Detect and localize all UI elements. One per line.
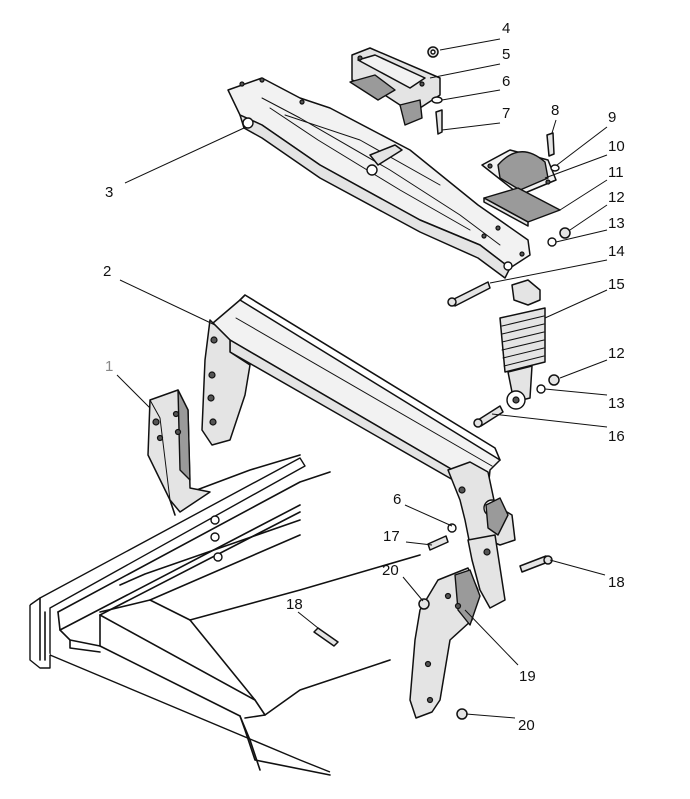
part-6-washer-middle	[447, 523, 457, 533]
leader-lines	[116, 38, 608, 719]
part-19-lower-bracket	[409, 567, 481, 719]
part-3-upper-subframe	[227, 77, 531, 279]
frame-rivet	[210, 532, 220, 542]
label-12: 12	[608, 189, 625, 206]
frame-rivet	[210, 515, 220, 525]
label-3: 3	[105, 184, 113, 201]
callout-labels: 4 5 6 7 8 9 10 11 12 13 14 15 12 13 16 3…	[103, 20, 625, 734]
part-17-bolt	[427, 535, 449, 551]
part-5-top-bracket	[349, 47, 441, 126]
label-10: 10	[608, 138, 625, 155]
part-13-washer	[547, 237, 557, 247]
label-4: 4	[502, 20, 510, 37]
label-2: 2	[103, 263, 111, 280]
part-7-bolt	[435, 109, 443, 135]
label-15: 15	[608, 276, 625, 293]
label-6: 6	[502, 73, 510, 90]
label-16: 16	[608, 428, 625, 445]
label-1: 1	[105, 358, 113, 375]
part-18-bolt-left	[313, 627, 339, 647]
subframe-hole	[366, 164, 378, 176]
part-2-cross-member	[201, 294, 516, 609]
label-9: 9	[608, 109, 616, 126]
label-20: 20	[382, 562, 399, 579]
label-13: 13	[608, 215, 625, 232]
part-12-nut-lower	[548, 374, 560, 386]
label-18b: 18	[286, 596, 303, 613]
fasteners	[313, 46, 571, 720]
label-19: 19	[519, 668, 536, 685]
label-13b: 13	[608, 395, 625, 412]
part-15-shock-absorber	[499, 279, 546, 410]
part-20-nut-lower	[456, 708, 468, 720]
label-5: 5	[502, 46, 510, 63]
label-17: 17	[383, 528, 400, 545]
label-11: 11	[608, 164, 624, 181]
subframe-hole	[503, 261, 513, 271]
part-10-washer	[550, 164, 560, 172]
subframe-hole	[242, 117, 254, 129]
label-12b: 12	[608, 345, 625, 362]
label-7: 7	[502, 105, 510, 122]
label-8: 8	[551, 102, 559, 119]
vehicle-frame	[29, 454, 421, 776]
part-1-left-bracket	[147, 389, 211, 513]
part-13-washer-lower	[536, 384, 546, 394]
frame-rivet	[213, 552, 223, 562]
part-14-bolt	[451, 281, 491, 307]
label-20b: 20	[518, 717, 535, 734]
label-18: 18	[608, 574, 625, 591]
part-20-nut	[418, 598, 430, 610]
part-12-nut	[559, 227, 571, 239]
part-6-washer	[431, 96, 443, 104]
label-14: 14	[608, 243, 625, 260]
part-8-bolt	[546, 132, 555, 157]
label-6b: 6	[393, 491, 401, 508]
